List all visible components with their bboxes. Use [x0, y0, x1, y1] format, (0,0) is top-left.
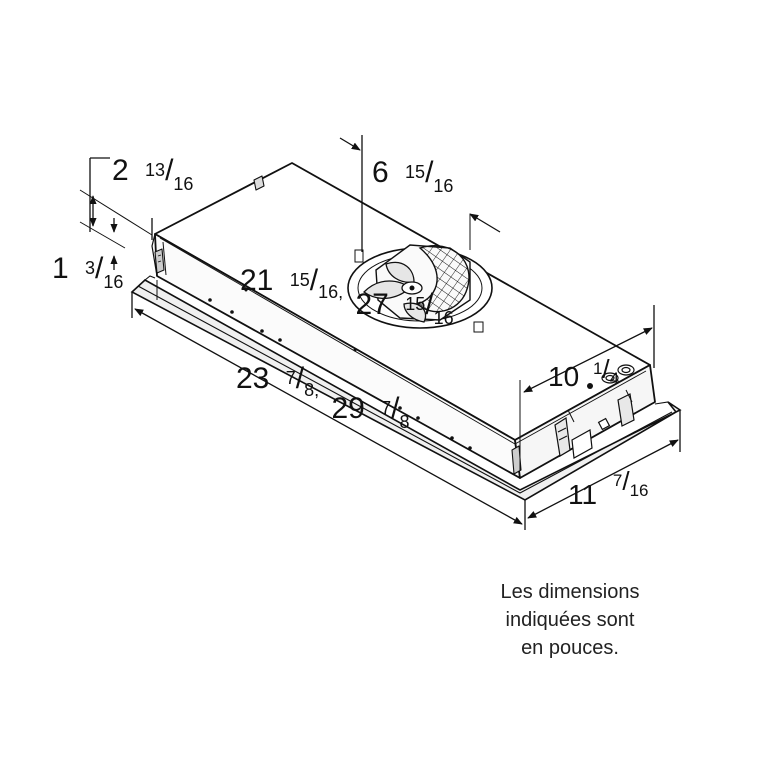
junction-knockout-2 — [617, 364, 635, 376]
dim-inner-depth: 10 1/4 — [548, 354, 619, 392]
mounting-bracket-left — [154, 248, 165, 274]
dimension-lines — [79, 135, 681, 530]
dim-inner-length: 21 15/16, 27 15/16 — [240, 264, 454, 328]
dim-outer-depth: 11 7/16 — [568, 466, 648, 510]
units-note-line-3: en pouces. — [521, 637, 619, 659]
dim-fan-offset: 6 15/16 — [372, 156, 453, 196]
dim-side-height: 1 3/16 — [52, 252, 123, 292]
control-bracket-2 — [617, 393, 635, 427]
dim-top-height: 2 13/16 — [112, 154, 193, 194]
units-note: Les dimensions indiquées sont en pouces. — [470, 578, 670, 662]
mounting-bracket-top — [253, 175, 265, 191]
dimension-labels: 2 13/16 1 3/16 6 15/16 21 15/16, 27 15/1… — [52, 154, 648, 510]
units-note-line-1: Les dimensions — [500, 581, 640, 603]
units-note-line-2: indiquées sont — [505, 609, 635, 631]
dim-outer-length: 23 7/8, 29 7/8 — [236, 362, 410, 432]
